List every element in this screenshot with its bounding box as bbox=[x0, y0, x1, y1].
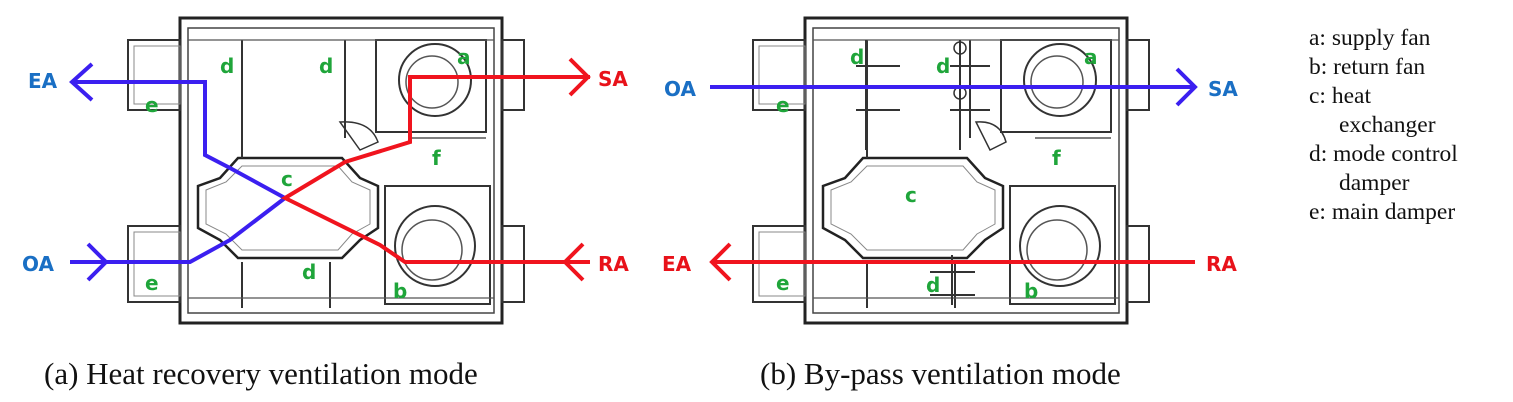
panel-b-ra-label: RA bbox=[1206, 252, 1237, 276]
legend-item-b: b: return fan bbox=[1309, 54, 1426, 80]
panel-b-labels: OA SA EA RA a b c d d d e e f bbox=[662, 45, 1238, 303]
panel-a-red-path bbox=[280, 75, 590, 264]
panel-b-label-c: c bbox=[905, 183, 917, 207]
panel-a-sa-arrowhead bbox=[568, 57, 591, 97]
panel-a-labels: EA OA SA RA a b c d d d e e f bbox=[22, 45, 629, 303]
panel-b-unit bbox=[751, 16, 1151, 325]
panel-a-oa-arrowhead bbox=[86, 242, 109, 282]
panel-a-caption: (a) Heat recovery ventilation mode bbox=[44, 356, 478, 391]
legend-item-a: a: supply fan bbox=[1309, 25, 1431, 51]
panel-a-label-b: b bbox=[393, 279, 407, 303]
panel-b-oa-label: OA bbox=[664, 77, 696, 101]
legend-item-c-cont: exchanger bbox=[1339, 112, 1436, 138]
panel-a-label-d-mid: d bbox=[319, 54, 333, 78]
legend-item-d-cont: damper bbox=[1339, 170, 1410, 196]
panel-b-label-b: b bbox=[1024, 279, 1038, 303]
panel-b-label-d-mid: d bbox=[936, 54, 950, 78]
panel-a-unit bbox=[126, 16, 526, 325]
panel-b-label-d-left: d bbox=[850, 45, 864, 69]
panel-a-ea-arrowhead bbox=[69, 62, 94, 102]
panel-a-oa-label: OA bbox=[22, 252, 54, 276]
panel-a-label-f: f bbox=[432, 146, 441, 170]
panel-a-label-d-bottom: d bbox=[302, 260, 316, 284]
panel-b-label-e-bottom: e bbox=[776, 271, 790, 295]
panel-a-airflows bbox=[69, 57, 591, 282]
legend-item-d: d: mode control bbox=[1309, 141, 1458, 167]
panel-a-label-d-left: d bbox=[220, 54, 234, 78]
panel-a-ra-label: RA bbox=[598, 252, 629, 276]
panel-a-label-c: c bbox=[281, 167, 293, 191]
panel-a-blue-path bbox=[70, 80, 289, 264]
panel-b-label-a: a bbox=[1084, 45, 1098, 69]
panel-a-ea-label: EA bbox=[28, 69, 58, 93]
legend-item-c: c: heat bbox=[1309, 83, 1371, 109]
panel-b-airflows bbox=[709, 67, 1198, 282]
panel-a-label-e-top: e bbox=[145, 93, 159, 117]
legend: a: supply fan b: return fan c: heat exch… bbox=[1309, 24, 1458, 227]
panel-b-label-f: f bbox=[1052, 146, 1061, 170]
panel-b-label-d-bottom: d bbox=[926, 273, 940, 297]
panel-b-label-e-top: e bbox=[776, 93, 790, 117]
legend-item-e: e: main damper bbox=[1309, 199, 1456, 225]
panel-b-sa-label: SA bbox=[1208, 77, 1238, 101]
panel-a-label-a: a bbox=[457, 45, 471, 69]
panel-b-caption: (b) By-pass ventilation mode bbox=[760, 356, 1121, 391]
panel-b-ea-label: EA bbox=[662, 252, 692, 276]
panel-b-ea-arrowhead bbox=[709, 242, 732, 282]
panel-b-sa-arrowhead bbox=[1175, 67, 1198, 107]
panel-a-sa-label: SA bbox=[598, 67, 628, 91]
panel-a-label-e-bottom: e bbox=[145, 271, 159, 295]
panel-a-ra-arrowhead bbox=[562, 242, 585, 282]
